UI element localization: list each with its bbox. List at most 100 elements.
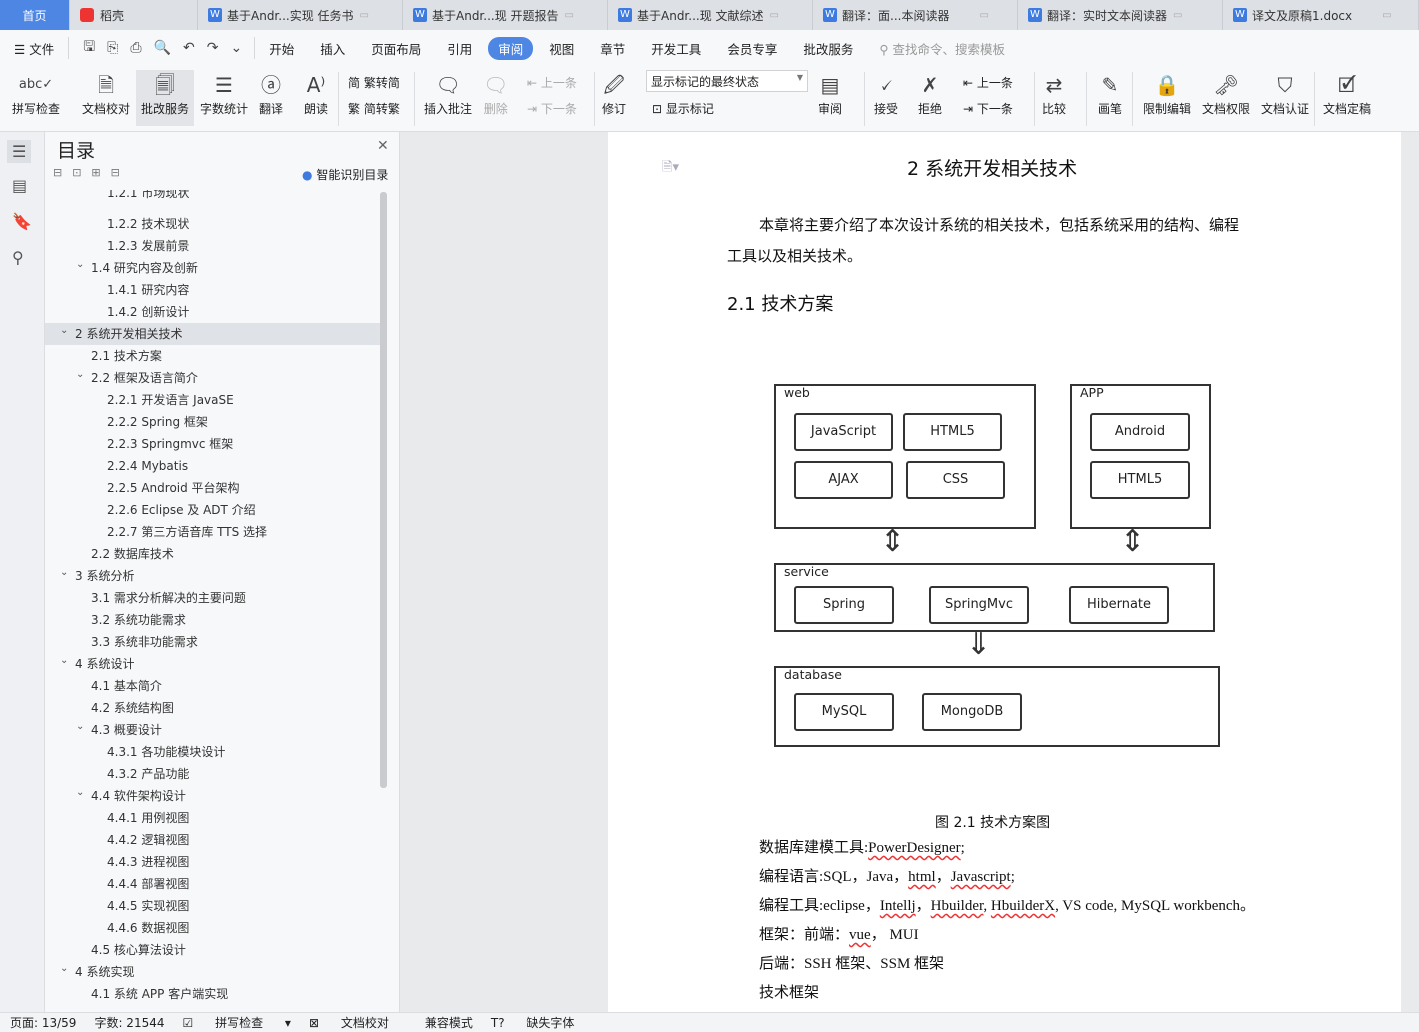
menu-review[interactable]: 审阅: [488, 36, 534, 60]
menu-chapter[interactable]: 章节: [600, 41, 626, 57]
toc-item[interactable]: 4.3.2 产品功能: [45, 763, 380, 785]
chevron-down-icon[interactable]: ⌄: [60, 963, 69, 974]
menu-insert[interactable]: 插入: [320, 41, 346, 57]
close-icon[interactable]: ✕: [377, 138, 389, 154]
print-icon[interactable]: ⎙: [130, 40, 142, 56]
prev-change-button[interactable]: ⇤ 上一条: [963, 76, 1013, 90]
toc-item[interactable]: 2.2.1 开发语言 JavaSE: [45, 389, 380, 411]
toc-item[interactable]: 4.4.6 数据视图: [45, 917, 380, 939]
s2t-button[interactable]: 繁 简转繁: [348, 102, 400, 116]
revise-button[interactable]: 🖉修订: [602, 70, 626, 117]
menu-devtools[interactable]: 开发工具: [651, 41, 702, 57]
command-search[interactable]: ⚲ 查找命令、搜索模板: [879, 41, 1005, 57]
delete-comment-button[interactable]: 🗨删除: [483, 70, 508, 117]
toc-item[interactable]: 4.4.2 逻辑视图: [45, 829, 380, 851]
export-icon[interactable]: ⎘: [107, 40, 119, 56]
tab-home[interactable]: 首页: [0, 0, 70, 30]
chevron-down-icon[interactable]: ⌄: [76, 369, 85, 380]
search-icon[interactable]: ⚲: [12, 248, 24, 267]
review-pane-button[interactable]: ▤审阅: [818, 70, 842, 117]
bookmark-icon[interactable]: 🔖: [12, 212, 32, 231]
toc-item[interactable]: 4.4.1 用例视图: [45, 807, 380, 829]
chevron-down-icon[interactable]: ⌄: [60, 655, 69, 666]
menu-reference[interactable]: 引用: [447, 41, 473, 57]
pen-button[interactable]: ✎画笔: [1098, 70, 1122, 117]
tab-docer[interactable]: 稻壳: [70, 0, 198, 30]
toc-item[interactable]: 3.2 系统功能需求: [45, 609, 380, 631]
toc-item[interactable]: ⌄2.2 框架及语言简介: [45, 367, 380, 389]
restrict-edit-button[interactable]: 🔒限制编辑: [1143, 70, 1191, 117]
proofread-button[interactable]: 🗎文档校对: [82, 70, 130, 117]
toc-item[interactable]: 4.4.3 进程视图: [45, 851, 380, 873]
toc-item[interactable]: 2.2.6 Eclipse 及 ADT 介绍: [45, 499, 380, 521]
show-markup-button[interactable]: ⊡ 显示标记: [652, 102, 714, 116]
chevron-down-icon[interactable]: ⌄: [76, 787, 85, 798]
toc-item[interactable]: 2.2.7 第三方语音库 TTS 选择: [45, 521, 380, 543]
toc-item[interactable]: ⌄4 系统设计: [45, 653, 380, 675]
prev-comment-button[interactable]: ⇤ 上一条: [527, 76, 577, 90]
toc-item[interactable]: ⌄1.4 研究内容及创新: [45, 257, 380, 279]
doc-icon[interactable]: 🗎▾: [662, 160, 679, 175]
undo-icon[interactable]: ↶: [182, 40, 195, 56]
compare-button[interactable]: ⇄比较: [1042, 70, 1066, 117]
doc-certify-button[interactable]: ⛉文档认证: [1261, 70, 1309, 117]
redo-icon[interactable]: ↷: [206, 40, 219, 56]
toc-item[interactable]: 1.2.1 市场现状: [45, 190, 380, 204]
toc-item[interactable]: 4.3.1 各功能模块设计: [45, 741, 380, 763]
toc-item[interactable]: 3.1 需求分析解决的主要问题: [45, 587, 380, 609]
toc-item[interactable]: ⌄3 系统分析: [45, 565, 380, 587]
toc-icon[interactable]: ☰: [7, 140, 32, 163]
next-comment-button[interactable]: ⇥ 下一条: [527, 102, 577, 116]
toc-item[interactable]: 4.4.5 实现视图: [45, 895, 380, 917]
toc-item[interactable]: ⌄4 系统实现: [45, 961, 380, 983]
toc-item[interactable]: ⌄4.4 软件架构设计: [45, 785, 380, 807]
toc-item[interactable]: 3.3 系统非功能需求: [45, 631, 380, 653]
compat-mode[interactable]: 兼容模式: [424, 1016, 473, 1030]
toc-item[interactable]: ⌄2 系统开发相关技术: [45, 323, 380, 345]
toc-item[interactable]: 4.4.4 部署视图: [45, 873, 380, 895]
toc-tools[interactable]: ⊟⊡⊞⊟: [53, 166, 130, 179]
t2s-button[interactable]: 简 繁转简: [348, 76, 400, 90]
page-indicator[interactable]: 页面: 13/59: [10, 1016, 77, 1030]
toc-item[interactable]: 1.2.2 技术现状: [45, 213, 380, 235]
spell-check-button[interactable]: abc✓拼写检查: [12, 70, 60, 117]
file-menu[interactable]: ☰ 文件: [14, 41, 55, 57]
toc-item[interactable]: 1.4.2 创新设计: [45, 301, 380, 323]
menu-member[interactable]: 会员专享: [727, 41, 778, 57]
chevron-down-icon[interactable]: ⌄: [76, 721, 85, 732]
toc-item[interactable]: 4.5 核心算法设计: [45, 939, 380, 961]
menu-start[interactable]: 开始: [269, 41, 295, 57]
menu-layout[interactable]: 页面布局: [371, 41, 422, 57]
toc-item[interactable]: 2.1 技术方案: [45, 345, 380, 367]
smart-toc-button[interactable]: ● 智能识别目录: [302, 168, 389, 182]
toc-item[interactable]: 2.2 数据库技术: [45, 543, 380, 565]
insert-comment-button[interactable]: 🗨插入批注: [424, 70, 472, 117]
menu-correct[interactable]: 批改服务: [803, 41, 854, 57]
toc-item[interactable]: 4.1 系统 APP 客户端实现: [45, 983, 380, 1005]
word-count[interactable]: 字数: 21544: [94, 1016, 165, 1030]
reject-button[interactable]: ✗拒绝: [918, 70, 942, 117]
chevron-down-icon[interactable]: ⌄: [60, 567, 69, 578]
next-change-button[interactable]: ⇥ 下一条: [963, 102, 1013, 116]
status-proofread[interactable]: ⊠ 文档校对: [308, 1016, 389, 1030]
save-icon[interactable]: 🖫: [83, 39, 96, 55]
toc-item[interactable]: 1.4.1 研究内容: [45, 279, 380, 301]
toc-item[interactable]: 2.2.4 Mybatis: [45, 455, 380, 477]
finalize-button[interactable]: 🗹文档定稿: [1323, 70, 1371, 117]
toc-item[interactable]: 4.1 基本简介: [45, 675, 380, 697]
scrollbar[interactable]: [380, 192, 387, 788]
accept-button[interactable]: 🗸接受: [874, 70, 898, 117]
missing-font[interactable]: T? 缺失字体: [490, 1016, 575, 1030]
toc-item[interactable]: ⌄4.3 概要设计: [45, 719, 380, 741]
menu-view[interactable]: 视图: [549, 41, 575, 57]
chevron-down-icon[interactable]: ⌄: [60, 325, 69, 336]
correct-service-button[interactable]: 🗐批改服务: [136, 70, 195, 126]
status-spell-check[interactable]: ☑ 拼写检查 ▾: [182, 1016, 291, 1030]
preview-icon[interactable]: 🔍: [153, 40, 171, 56]
